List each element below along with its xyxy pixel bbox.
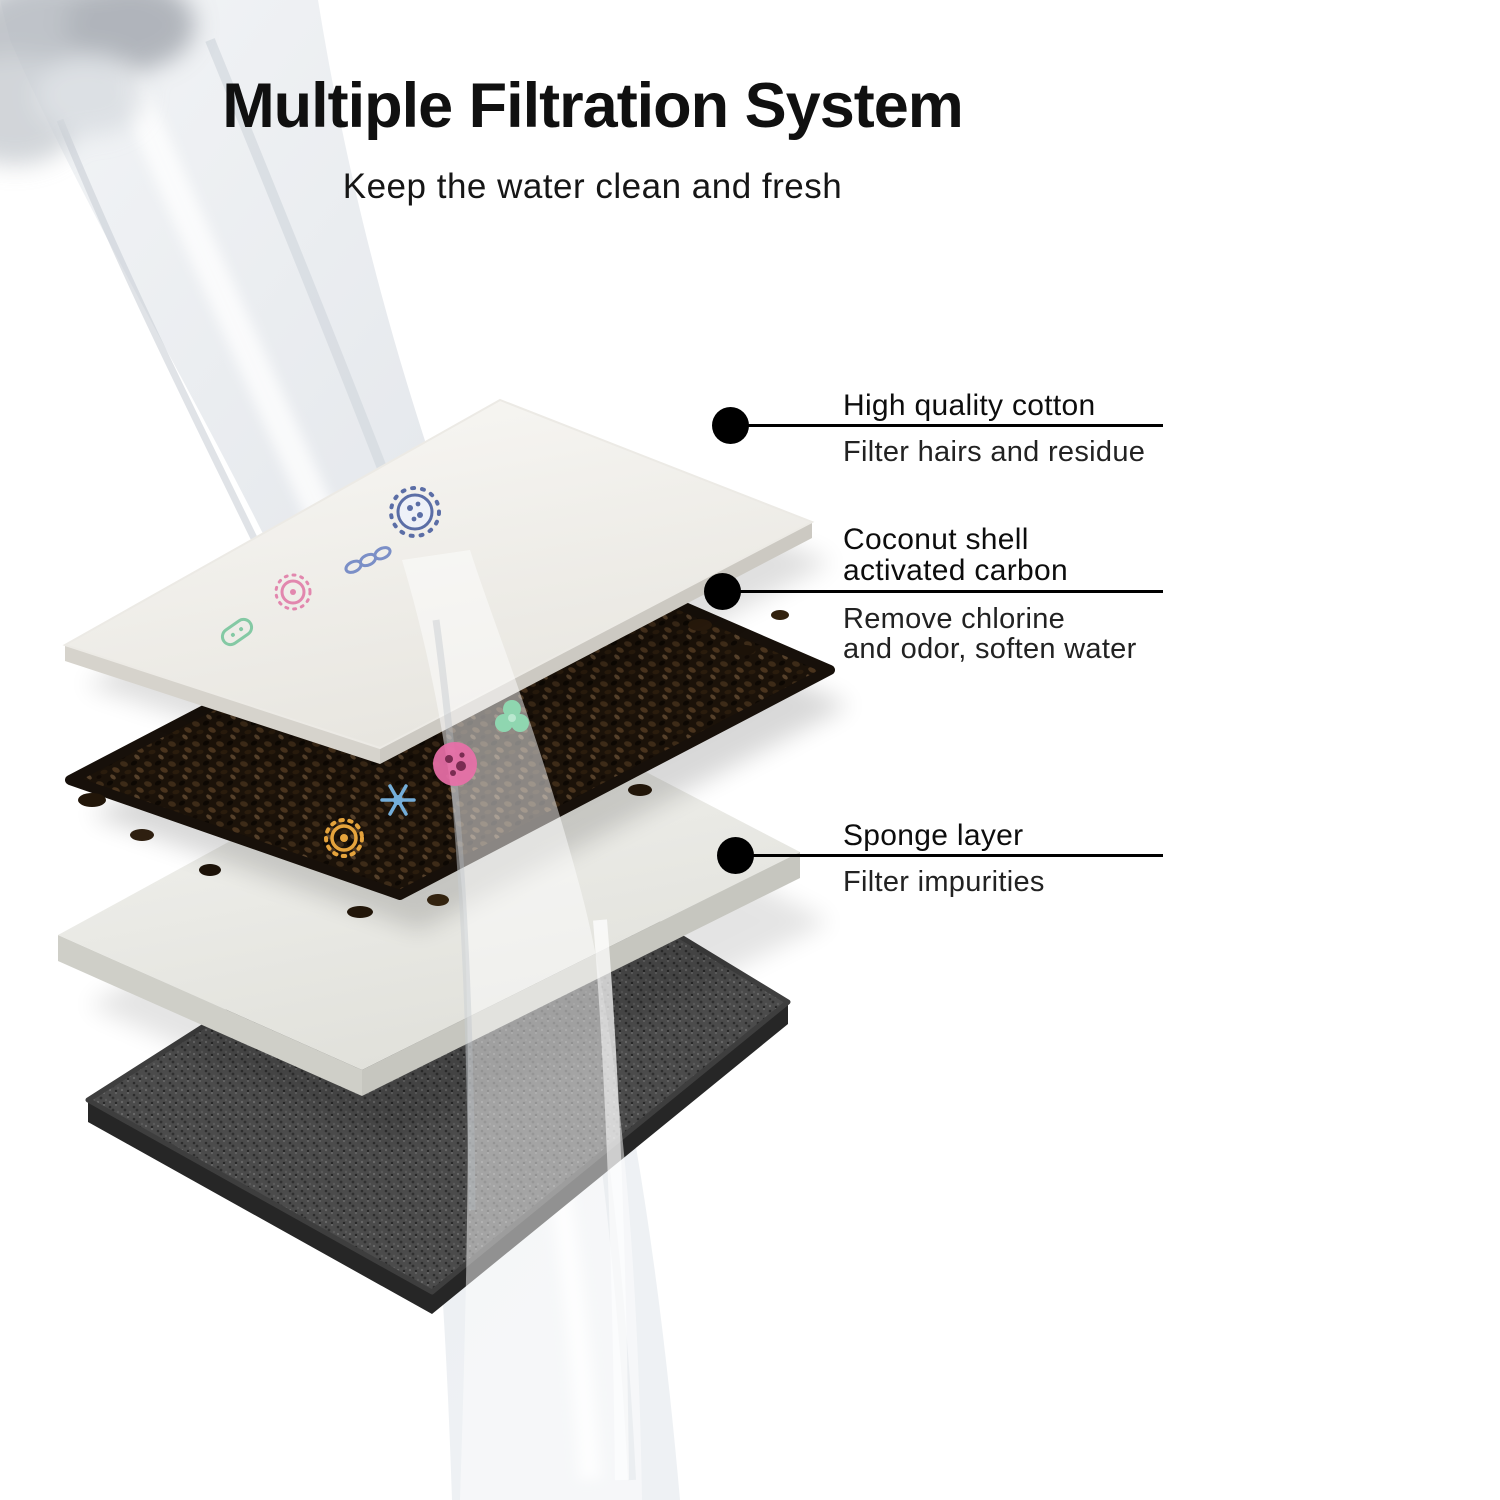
clover-germ-icon [495,700,529,732]
page-subtitle: Keep the water clean and fresh [342,167,843,206]
germ-icons [220,486,529,858]
snowflake-germ-icon [380,784,416,816]
virus-icon [389,486,441,538]
callout-label: Coconut shell activated carbon [843,524,1068,586]
callout-line [722,590,1163,593]
callout-line [730,424,1163,427]
callout-label-line: Sponge layer [843,819,1024,852]
bacteria-capsule-icon [220,617,254,647]
callout-description: Filter impurities [843,867,1045,897]
callout-line [735,854,1163,857]
callout-description: Filter hairs and residue [843,437,1145,467]
microbe-pink-icon [433,742,477,786]
virus-pink-icon [274,573,312,611]
callout-label-line: activated carbon [843,554,1068,587]
callout-label-line: Coconut shell [843,523,1029,556]
water-through-stream [402,550,642,1500]
callout-desc-line: and odor, soften water [843,633,1137,665]
germ-chain-icon [344,546,392,574]
callout-desc-line: Filter hairs and residue [843,436,1146,468]
splash-texture [0,0,195,165]
callout-description: Remove chlorine and odor, soften water [843,604,1137,664]
callout-label: High quality cotton [843,390,1096,421]
page-title: Multiple Filtration System [222,71,964,141]
callout-desc-line: Filter impurities [843,866,1045,898]
cotton-layer [62,398,832,788]
callout-desc-line: Remove chlorine [843,603,1066,635]
sun-germ-icon [324,818,364,858]
callout-label: Sponge layer [843,820,1023,851]
callout-label-line: High quality cotton [843,389,1096,422]
